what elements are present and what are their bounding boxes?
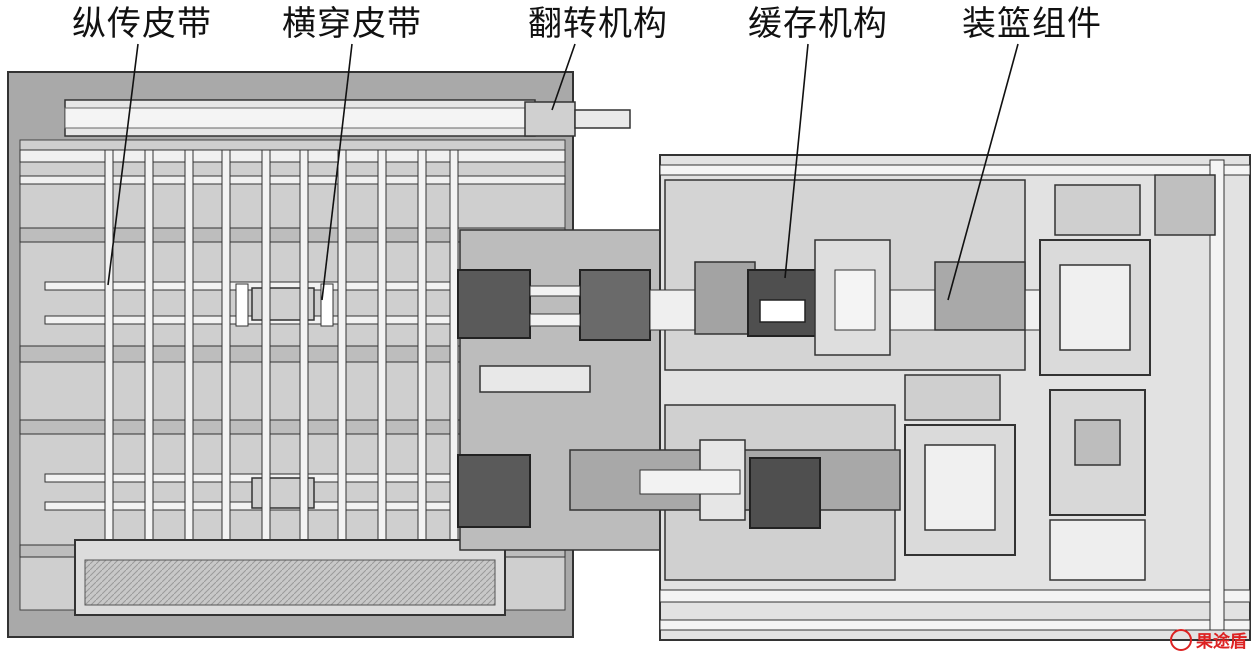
belt-slat [261,149,271,546]
label-buffer-mechanism: 缓存机构 [748,4,888,44]
leader-transverse-belt [321,43,353,301]
leader-buffer-mechanism [784,43,809,279]
leader-basket-loading-assembly [947,43,1019,301]
belt-slat [184,149,194,546]
leader-longitudinal-belt [107,43,139,286]
belt-slat [377,149,387,546]
basket-loading-assembly-lower [904,374,1016,556]
belt-slat [449,149,459,546]
belt-slat [299,149,309,546]
watermark-text: 果途盾 [1196,632,1247,652]
label-longitudinal-belt: 纵传皮带 [72,4,212,44]
watermark-logo-icon [1170,628,1192,651]
belt-slat [417,149,427,546]
watermark: 果途盾 [1170,627,1247,652]
left-conveyor-frame [7,71,631,638]
belt-slat [144,149,154,546]
label-flip-mechanism: 翻转机构 [528,4,668,44]
elevator-unit [1049,389,1146,581]
buffer-basket-frame [569,154,1251,641]
leader-lines [107,43,1019,301]
top-roller-assembly [64,99,631,137]
belt-slat [337,149,347,546]
label-basket-loading-assembly: 装篮组件 [962,4,1102,44]
belt-slat [104,149,114,546]
leader-flip-mechanism [551,43,576,111]
basket-loading-assembly-upper [1039,184,1151,376]
belt-slat [221,149,231,546]
label-transverse-belt: 横穿皮带 [282,4,422,44]
